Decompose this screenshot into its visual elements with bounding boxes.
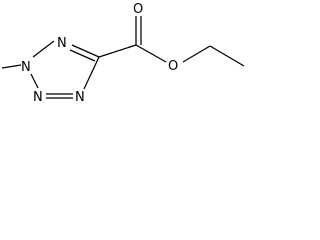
atom-o-carbonyl: O: [133, 2, 143, 17]
atom-n1: N: [57, 36, 67, 51]
bond-c5-n4: [83, 56, 100, 90]
bond-oester-ch2: [182, 45, 211, 63]
atom-n4: N: [75, 90, 85, 105]
atom-n2: N: [21, 60, 31, 75]
bond-ch2-ch3: [209, 45, 245, 67]
bond-n1-c5-a: [71, 44, 100, 58]
atom-n3: N: [33, 90, 43, 105]
structure-diagram: N N N N O O: [1, 2, 245, 105]
bond-c5-ccarbonyl: [98, 44, 137, 58]
bond-n3-n2: [30, 73, 39, 89]
bond-methyl-n2: [1, 64, 22, 69]
bond-c-oester: [135, 44, 167, 63]
atom-o-ester: O: [168, 59, 178, 74]
bond-n2-n1: [32, 40, 55, 58]
atom-labels: N N N N O O: [21, 2, 178, 105]
bonds: [1, 16, 245, 99]
bond-n1-c5-b: [69, 49, 96, 62]
